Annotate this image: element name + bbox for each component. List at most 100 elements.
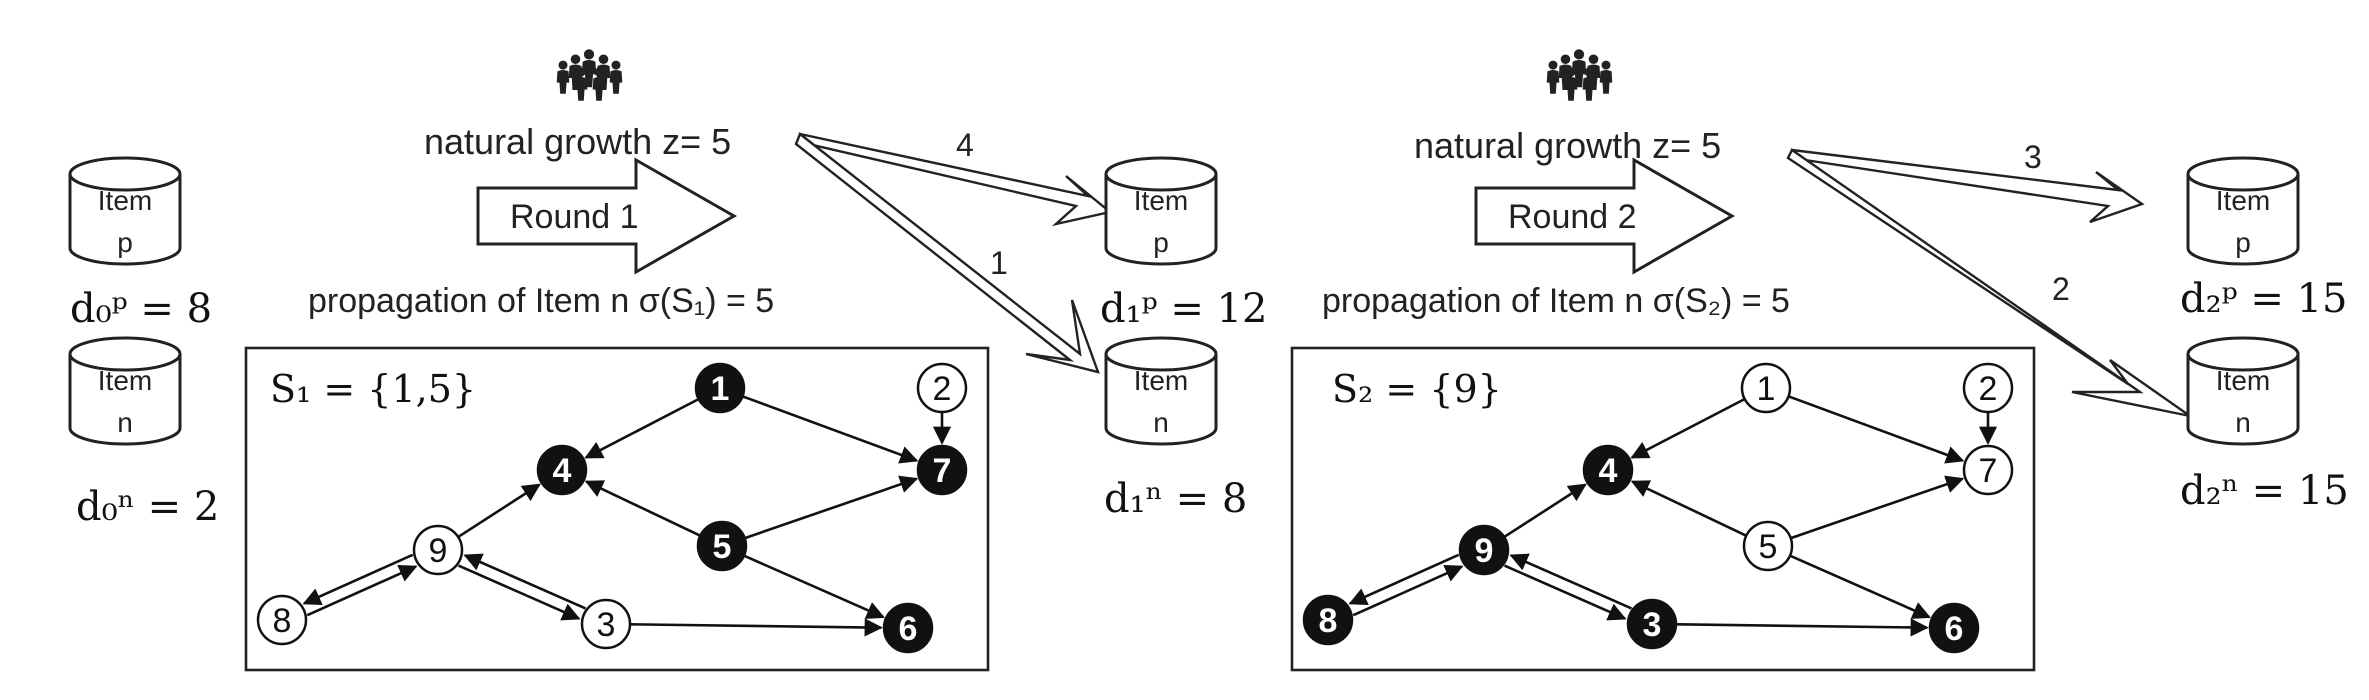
edge-5-to-7 xyxy=(1791,475,1965,540)
edge-9-to-3 xyxy=(1503,564,1627,621)
people-group-icon xyxy=(1546,49,1613,101)
node-circle xyxy=(1962,444,2014,496)
item-type: n xyxy=(1153,407,1169,438)
flow-value-n: 1 xyxy=(990,245,1008,281)
node-circle xyxy=(694,362,746,414)
flow-arrow-to-item-n xyxy=(1786,148,2191,418)
item-type: p xyxy=(1153,227,1169,258)
graph-node-8: 8 xyxy=(1302,594,1354,646)
seed-set-label: S₁ = {1,5} xyxy=(270,367,476,411)
graph-node-6: 6 xyxy=(1928,602,1980,654)
edge-1-to-7 xyxy=(743,395,919,464)
node-label: 8 xyxy=(273,602,292,640)
initial-demand-p: d₀ᵖ = 8 xyxy=(70,286,212,332)
edge-9-to-8 xyxy=(1348,553,1460,606)
node-label: 5 xyxy=(1759,528,1778,566)
flow-value-n: 2 xyxy=(2052,271,2070,307)
node-label: 4 xyxy=(1599,452,1618,490)
graph-node-3: 3 xyxy=(580,598,632,650)
node-label: 7 xyxy=(1979,452,1998,490)
graph-panel xyxy=(1290,346,2036,672)
node-label: 8 xyxy=(1319,602,1338,640)
node-label: 6 xyxy=(1945,610,1964,648)
graph-node-1: 1 xyxy=(694,362,746,414)
node-label: 3 xyxy=(1643,606,1662,644)
node-label: 2 xyxy=(933,370,952,408)
round-2-item-n-cylinder: Item n xyxy=(2186,336,2300,446)
item-label: Item xyxy=(98,185,152,216)
edge-3-to-6 xyxy=(1676,618,1929,637)
round-1-item-p-cylinder: Item p xyxy=(1104,156,1218,266)
round-1-demand-n: d₁ⁿ = 8 xyxy=(1104,476,1247,522)
graph-node-7: 7 xyxy=(1962,444,2014,496)
graph-node-4: 4 xyxy=(1582,444,1634,496)
initial-item-p-cylinder: Item p xyxy=(68,156,182,266)
item-type: p xyxy=(117,227,133,258)
node-circle xyxy=(1742,520,1794,572)
node-circle xyxy=(580,598,632,650)
edge-5-to-6 xyxy=(1790,554,1931,619)
graph-node-8: 8 xyxy=(256,594,308,646)
node-label: 3 xyxy=(597,606,616,644)
node-circle xyxy=(1582,444,1634,496)
edge-9-to-4 xyxy=(1504,483,1587,538)
round-1-item-n-cylinder: Item n xyxy=(1104,336,1218,446)
flow-value-p: 4 xyxy=(956,127,974,163)
graph-panel xyxy=(244,346,990,672)
node-circle xyxy=(916,362,968,414)
round-1-demand-p: d₁ᵖ = 12 xyxy=(1100,286,1267,332)
propagation-label: propagation of Item n σ(S₂) = 5 xyxy=(1322,282,1790,320)
item-type: n xyxy=(117,407,133,438)
node-label: 4 xyxy=(553,452,572,490)
edge-8-to-9 xyxy=(1352,564,1464,617)
item-label: Item xyxy=(2216,185,2270,216)
round-label: Round 2 xyxy=(1508,198,1637,236)
round-label: Round 1 xyxy=(510,198,639,236)
natural-growth-label: natural growth z= 5 xyxy=(1414,125,1721,166)
item-type: n xyxy=(2235,407,2251,438)
graph-node-5: 5 xyxy=(1742,520,1794,572)
graph-node-2: 2 xyxy=(916,362,968,414)
edge-9-to-8 xyxy=(302,553,414,606)
item-type: p xyxy=(2235,227,2251,258)
node-circle xyxy=(1928,602,1980,654)
node-label: 1 xyxy=(711,370,730,408)
flow-value-p: 3 xyxy=(2024,139,2042,175)
item-label: Item xyxy=(2216,365,2270,396)
edge-9-to-3 xyxy=(457,564,581,621)
edge-5-to-7 xyxy=(745,475,919,540)
propagation-label: propagation of Item n σ(S₁) = 5 xyxy=(308,282,774,320)
graph-node-1: 1 xyxy=(1740,362,1792,414)
node-label: 9 xyxy=(429,532,448,570)
edge-3-to-9 xyxy=(1509,553,1633,610)
item-label: Item xyxy=(98,365,152,396)
edge-5-to-6 xyxy=(744,554,885,619)
round-2: natural growth z= 5 Round 2 propagation … xyxy=(1290,49,2349,672)
seed-set-label: S₂ = {9} xyxy=(1332,367,1502,411)
item-label: Item xyxy=(1134,185,1188,216)
node-circle xyxy=(536,444,588,496)
node-circle xyxy=(1626,598,1678,650)
node-label: 2 xyxy=(1979,370,1998,408)
graph-node-9: 9 xyxy=(412,524,464,576)
node-circle xyxy=(256,594,308,646)
node-label: 1 xyxy=(1757,370,1776,408)
graph-node-2: 2 xyxy=(1962,362,2014,414)
graph-node-4: 4 xyxy=(536,444,588,496)
node-label: 6 xyxy=(899,610,918,648)
graph-node-9: 9 xyxy=(1458,524,1510,576)
edge-5-to-4 xyxy=(584,480,700,537)
graph-node-3: 3 xyxy=(1626,598,1678,650)
round-2-demand-p: d₂ᵖ = 15 xyxy=(2180,276,2347,322)
natural-growth-label: natural growth z= 5 xyxy=(424,121,731,162)
node-label: 7 xyxy=(933,452,952,490)
edge-9-to-4 xyxy=(458,483,541,538)
flow-arrow-to-item-p xyxy=(798,132,1113,227)
flow-arrow-to-item-n xyxy=(794,132,1100,374)
edge-1-to-4 xyxy=(1630,398,1745,459)
node-label: 9 xyxy=(1475,532,1494,570)
edge-3-to-9 xyxy=(463,553,587,610)
initial-item-n-cylinder: Item n xyxy=(68,336,182,446)
